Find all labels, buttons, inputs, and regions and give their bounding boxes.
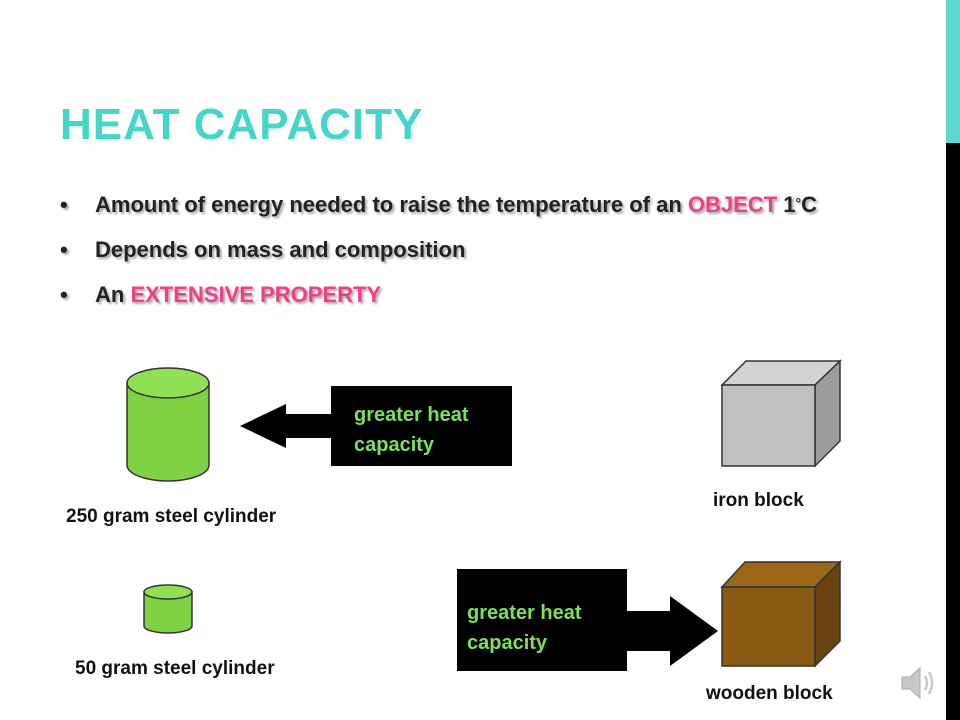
bullet-mass: • Depends on mass and composition — [60, 235, 840, 265]
side-bar — [946, 0, 960, 720]
bullet-dot: • — [60, 282, 68, 307]
side-bar-accent — [946, 0, 960, 143]
degree-symbol: ° — [795, 195, 802, 211]
bullet-energy-highlight: OBJECT — [687, 192, 778, 217]
top-box-text: greater heat capacity — [354, 400, 469, 460]
wooden-block — [720, 560, 842, 668]
large-cylinder-label: 250 gram steel cylinder — [66, 506, 277, 527]
iron-block-label: iron block — [713, 490, 804, 511]
bullet-dot: • — [60, 237, 68, 262]
bullet-list: • Amount of energy needed to raise the t… — [60, 190, 840, 325]
bullet-extensive: • An EXTENSIVE PROPERTY — [60, 280, 840, 310]
wooden-block-label: wooden block — [706, 683, 833, 704]
bottom-box-line2: capacity — [467, 632, 548, 654]
bullet-dot: • — [60, 192, 68, 217]
bottom-box-line1: greater heat — [467, 602, 582, 624]
top-box-line1: greater heat — [354, 404, 469, 426]
top-arrow — [240, 386, 512, 466]
unit-celsius: C — [801, 192, 817, 217]
small-cylinder — [143, 584, 193, 634]
bullet-extensive-highlight: EXTENSIVE PROPERTY — [130, 282, 382, 307]
large-cylinder — [126, 367, 210, 482]
small-cylinder-label: 50 gram steel cylinder — [75, 658, 275, 679]
top-box-line2: capacity — [354, 434, 435, 456]
slide-title: HEAT CAPACITY — [60, 100, 424, 149]
iron-block — [720, 359, 842, 468]
bullet-mass-text: Depends on mass and composition — [95, 237, 466, 262]
bottom-arrow — [457, 569, 718, 671]
bullet-energy-text: Amount of energy needed to raise the tem… — [95, 192, 688, 217]
bullet-energy-suffix: 1 — [777, 192, 796, 217]
bullet-extensive-text: An — [95, 282, 131, 307]
speaker-icon[interactable] — [898, 662, 940, 709]
bottom-box-text: greater heat capacity — [467, 598, 582, 658]
bullet-energy: • Amount of energy needed to raise the t… — [60, 190, 840, 220]
